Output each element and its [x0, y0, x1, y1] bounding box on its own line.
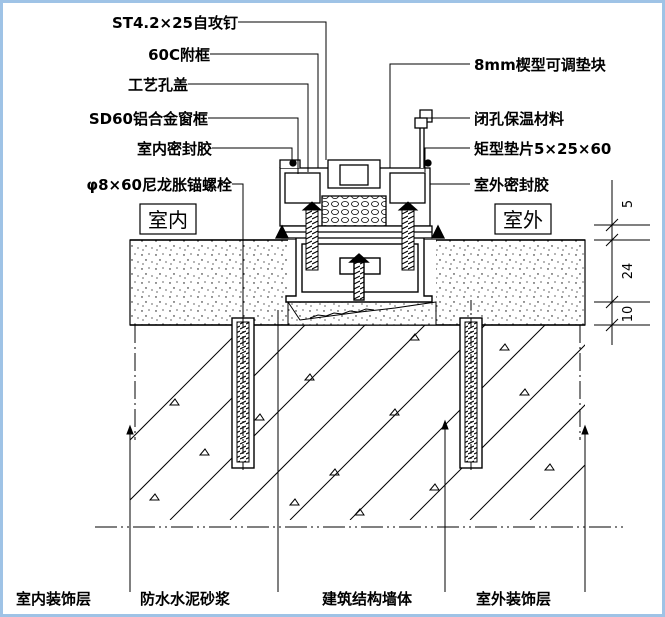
sub-frame-60c [285, 238, 433, 303]
indoor-label: 室内 [148, 208, 188, 232]
dimension-5: 5 [621, 200, 636, 208]
callout-indoor-sealant: 室内密封胶 [137, 140, 212, 158]
label-indoor-finish: 室内装饰层 [16, 590, 91, 608]
aluminium-window-frame [274, 109, 446, 239]
callout-insulation: 闭孔保温材料 [474, 110, 564, 128]
callout-outdoor-sealant: 室外密封胶 [474, 176, 549, 194]
callout-process-hole-cap: 工艺孔盖 [128, 76, 188, 94]
indoor-box [139, 203, 197, 235]
callout-sub-frame: 60C附框 [148, 46, 210, 64]
dimension-24: 24 [621, 263, 636, 280]
callout-aluminium-frame: SD60铝合金窗框 [89, 110, 208, 128]
anchor-bolt-right [459, 300, 483, 470]
bottom-leaders [126, 310, 589, 592]
label-structural-wall: 建筑结构墙体 [322, 590, 413, 608]
callout-wedge-block: 8mm楔型可调垫块 [474, 56, 607, 74]
dimension-10: 10 [621, 306, 636, 323]
leader-lines [188, 21, 470, 318]
structural-wall [95, 325, 625, 528]
callout-rectangular-shim: 矩型垫片5×25×60 [474, 140, 611, 158]
label-outdoor-finish: 室外装饰层 [476, 590, 551, 608]
self-tapping-screws [301, 201, 419, 271]
outdoor-box [494, 203, 552, 235]
label-waterproof-mortar: 防水水泥砂浆 [140, 590, 231, 608]
callout-anchor-bolt: φ8×60尼龙胀锚螺栓 [86, 176, 232, 194]
callout-self-tapping-screw: ST4.2×25自攻钉 [112, 14, 238, 32]
outdoor-label: 室外 [503, 208, 543, 232]
anchor-bolt-left [231, 300, 255, 470]
dimension-chain [594, 180, 650, 345]
